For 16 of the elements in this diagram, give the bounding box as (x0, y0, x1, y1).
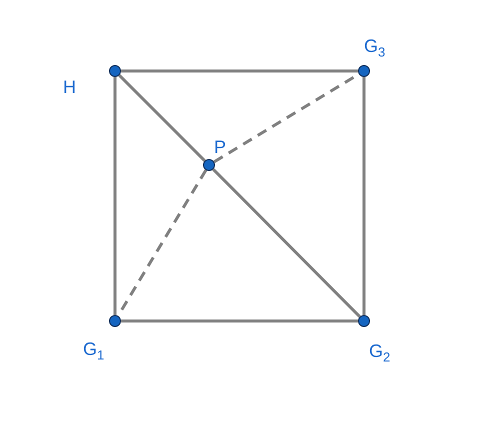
point-label: H (63, 77, 76, 97)
line-segment (114, 77, 116, 315)
line-segment (118, 74, 206, 162)
point-label: G$_{1}$ (83, 339, 104, 365)
line-segment (121, 320, 358, 322)
point-dot (109, 315, 121, 327)
point-dot (109, 65, 121, 77)
point-dot (203, 159, 215, 171)
point-dot (358, 315, 370, 327)
point-dot (358, 65, 370, 77)
line-segment (362, 77, 366, 315)
point-label: G$_{2}$ (369, 341, 390, 367)
point-label: P (214, 137, 226, 157)
line-segment (121, 70, 358, 72)
point-label: G$_{3}$ (364, 36, 386, 62)
line-segment (212, 168, 361, 318)
